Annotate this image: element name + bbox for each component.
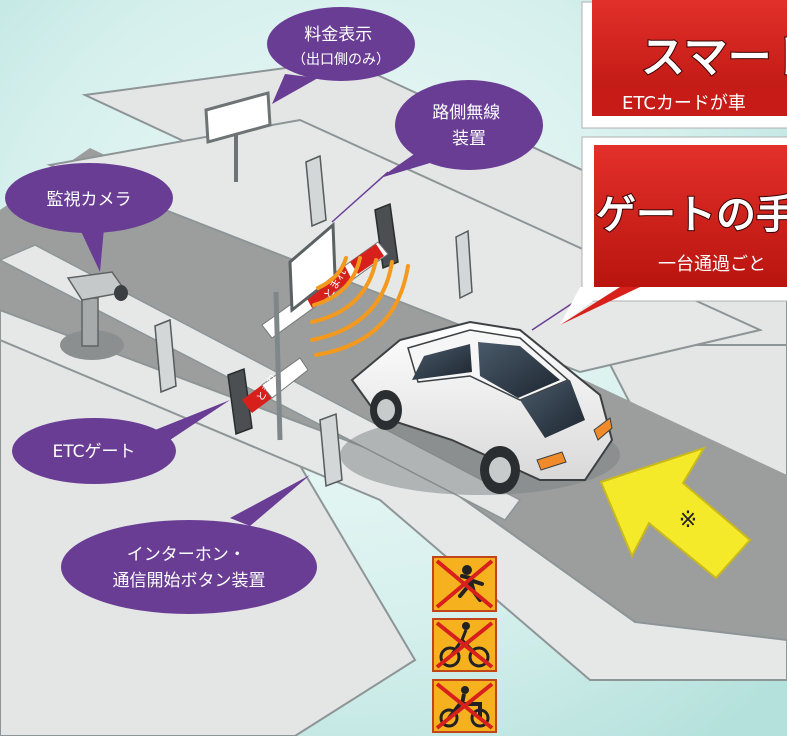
camera-label: 監視カメラ [47, 190, 132, 210]
bubble-fee-display: 料金表示 （出口側のみ） [267, 7, 415, 104]
svg-text:路側無線 装置: 路側無線 装置 [432, 103, 505, 149]
bubble-camera: 監視カメラ [5, 163, 173, 272]
bubble-roadside-radio: 路側無線 装置 [380, 80, 543, 178]
fee-display-note: （出口側のみ） [292, 52, 390, 68]
bollard [305, 154, 327, 228]
gate-barrier-lower: とまれ [242, 357, 309, 413]
approach-arrow: ※ [599, 446, 752, 580]
surveillance-camera [60, 271, 128, 360]
intercom-label-line2: 通信開始ボタン装置 [113, 571, 266, 591]
banner-gate-front-title: ゲートの手前 [596, 192, 787, 238]
banner-gate-front-subtitle: 一台通過ごと [658, 254, 766, 275]
fee-display-sign [204, 91, 272, 182]
banner-smart [581, 0, 787, 129]
bubble-intercom: インターホン・ 通信開始ボタン装置 [61, 475, 317, 614]
banner-smart-subtitle: ETCカードが車 [622, 93, 746, 114]
radio-waves [310, 256, 410, 357]
bollard [455, 229, 473, 300]
roadside-radio-label-line1: 路側無線 [432, 103, 500, 123]
motorcycle-prohibited-icon [432, 679, 497, 733]
etc-gate-label: ETCゲート [53, 442, 136, 462]
svg-text:インターホン・ 通信開始ボタン装置: インターホン・ 通信開始ボタン装置 [113, 545, 266, 591]
bubble-etc-gate: ETCゲート [12, 400, 230, 484]
note-mark: ※ [679, 508, 697, 533]
banner-gate-front [560, 136, 787, 325]
bollard [154, 318, 177, 394]
sidewalk-bottom [0, 308, 787, 681]
car [340, 320, 620, 495]
roadside-radio-label-line2: 装置 [452, 129, 486, 149]
bicycle-prohibited-icon [432, 618, 497, 672]
banner-smart-title: スマート [641, 32, 787, 83]
intercom-post [319, 412, 343, 488]
svg-text:料金表示 （出口側のみ）: 料金表示 （出口側のみ） [292, 25, 390, 68]
pedestrian-prohibited-icon [432, 556, 497, 612]
fee-display-label: 料金表示 [304, 25, 372, 45]
intercom-label-line1: インターホン・ [127, 545, 246, 565]
etc-gate-post-lower [227, 367, 253, 436]
